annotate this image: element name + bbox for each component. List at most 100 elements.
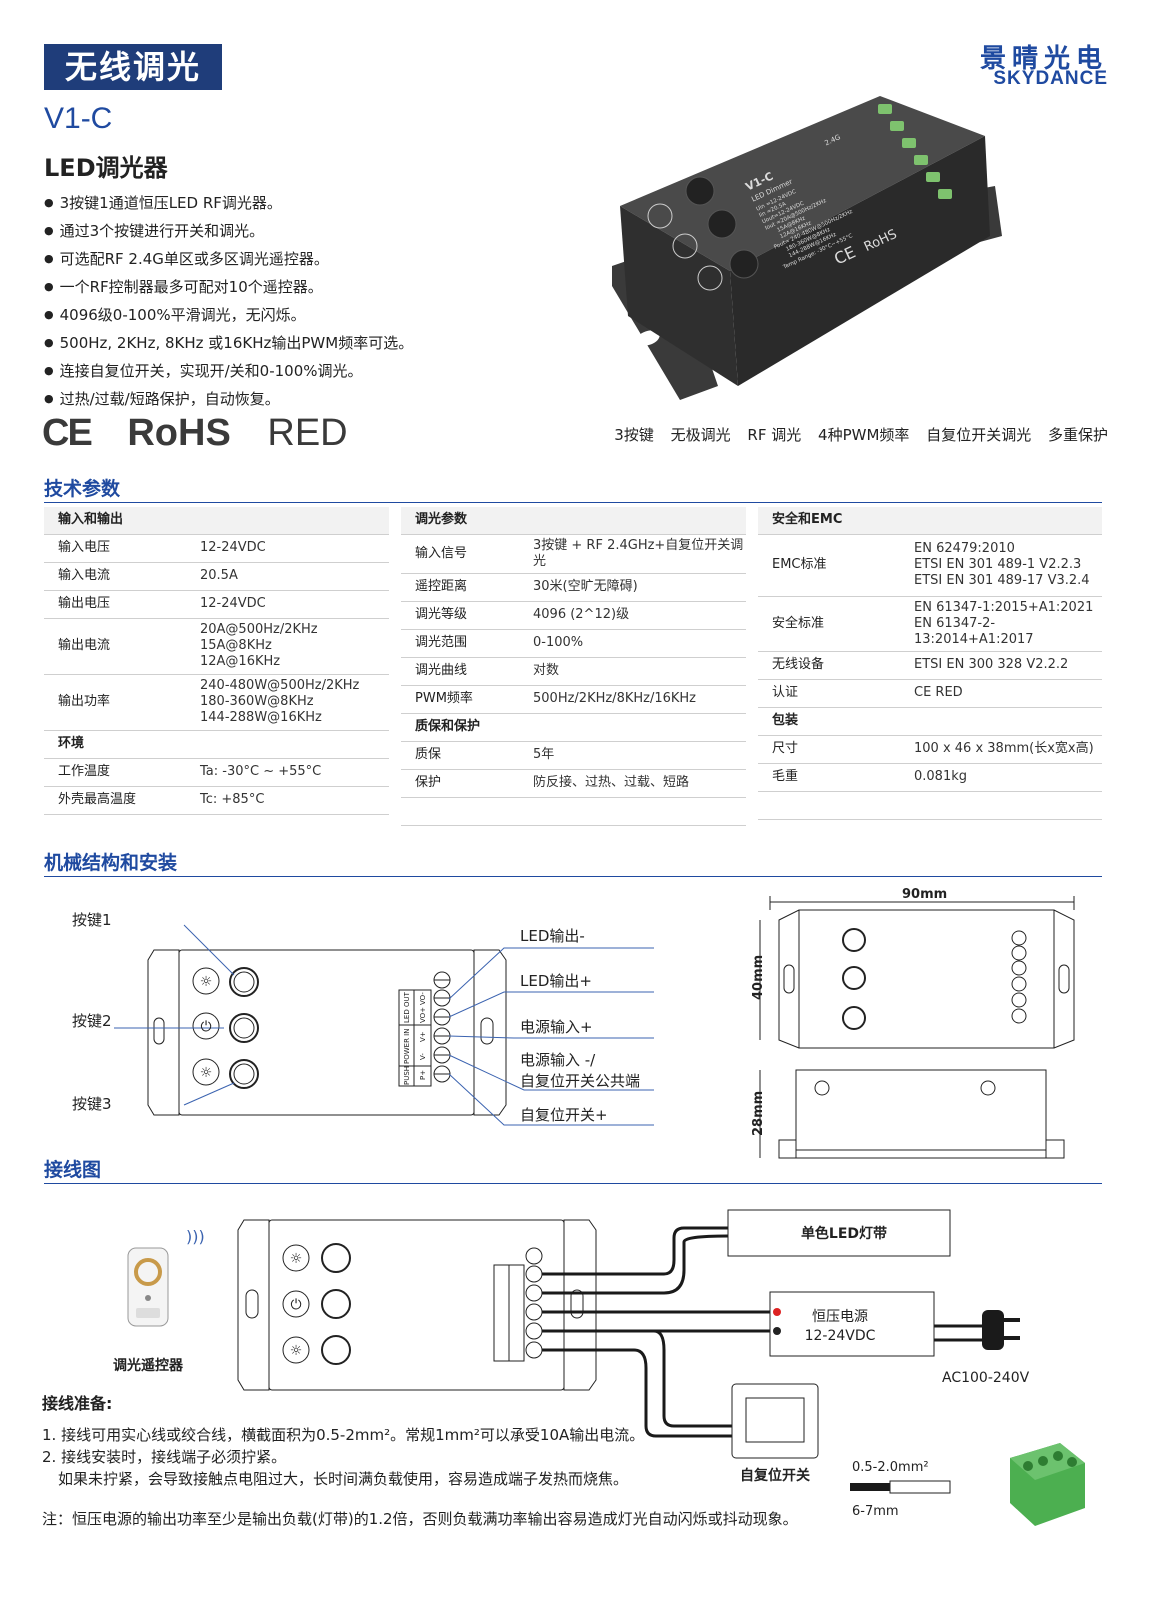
- label-push-plus: 自复位开关+: [520, 1106, 608, 1124]
- spec-key: 输入电压: [44, 534, 186, 563]
- note-line: 1. 接线可用实心线或绞合线，横截面积为0.5-2mm²。常规1mm²可以承受1…: [42, 1426, 645, 1444]
- remote-control: ))): [127, 1227, 205, 1327]
- term-label: VO+: [419, 1007, 427, 1023]
- feature-item: 连接自复位开关，实现开/关和0-100%调光。: [44, 358, 413, 386]
- ce-logo: CE: [42, 412, 93, 454]
- spec-key: 调光范围: [401, 629, 519, 658]
- tag: 4种PWM频率: [818, 426, 910, 444]
- spec-value: 144-288W@16KHz: [200, 710, 322, 725]
- red-logo: RED: [267, 412, 348, 454]
- spec-value: 3按键 + RF 2.4GHz+自复位开关调光: [519, 534, 746, 574]
- spec-value: Ta: -30°C ~ +55°C: [186, 758, 389, 787]
- spec-value: 12-24VDC: [186, 534, 389, 563]
- spec-value: 500Hz/2KHz/8KHz/16KHz: [519, 685, 746, 714]
- power-icon: ⏻: [290, 1297, 301, 1313]
- ac-label: AC100-240V: [942, 1370, 1030, 1386]
- spec-value: Tc: +85°C: [186, 786, 389, 815]
- term-label: POWER IN: [403, 1029, 411, 1064]
- spec-key: 外壳最高温度: [44, 786, 186, 815]
- spec-key: 输入信号: [401, 534, 519, 574]
- feature-tags: 3按键 无极调光 RF 调光 4种PWM频率 自复位开关调光 多重保护: [602, 424, 1108, 445]
- tag: 3按键: [614, 426, 654, 444]
- model-number: V1-C: [44, 102, 113, 135]
- psu-name: 恒压电源: [812, 1309, 868, 1325]
- term-label: P+: [419, 1070, 427, 1080]
- feature-item: 3按键1通道恒压LED RF调光器。: [44, 190, 413, 218]
- power-icon: ⏻: [200, 1019, 211, 1035]
- dim-width: 90mm: [902, 887, 947, 902]
- feature-item: 通过3个按键进行开关和调光。: [44, 218, 413, 246]
- ac-plug-icon: [982, 1310, 1020, 1350]
- term-label: V-: [419, 1053, 427, 1060]
- dim-depth: 28mm: [751, 1091, 766, 1136]
- spec-value: 20.5A: [186, 562, 389, 591]
- spec-value: 30米(空旷无障碍): [519, 573, 746, 602]
- product-subtitle: LED调光器: [44, 154, 168, 182]
- cert-logos: CE RoHS RED: [42, 412, 374, 455]
- label-push-common: 自复位开关公共端: [520, 1072, 640, 1090]
- spec-key: 保护: [401, 769, 519, 798]
- spec-key: 输出功率: [44, 674, 186, 731]
- wire-strip-illustration: 0.5-2.0mm² 6-7mm: [850, 1460, 951, 1519]
- feature-item: 4096级0-100%平滑调光，无闪烁。: [44, 302, 413, 330]
- push-switch-label: 自复位开关: [740, 1467, 810, 1484]
- spec-value: 12-24VDC: [186, 590, 389, 619]
- label-key1: 按键1: [72, 911, 112, 929]
- brightness-icon: ☼: [290, 1251, 303, 1267]
- spec-empty-row: [758, 791, 1102, 820]
- label-key3: 按键3: [72, 1095, 112, 1113]
- section-divider: [44, 876, 1102, 877]
- spec-key: 无线设备: [758, 651, 900, 680]
- feature-list: 3按键1通道恒压LED RF调光器。 通过3个按键进行开关和调光。 可选配RF …: [44, 190, 414, 414]
- wire-size-label: 0.5-2.0mm²: [852, 1460, 929, 1475]
- footnote: 注：恒压电源的输出功率至少是输出负载(灯带)的1.2倍，否则负载满功率输出容易造…: [42, 1510, 798, 1528]
- brand-name-cn: 景晴光电: [979, 44, 1108, 74]
- section-divider: [44, 502, 1102, 503]
- brightness-icon: ☼: [200, 974, 213, 990]
- spec-value: 4096 (2^12)级: [519, 601, 746, 630]
- feature-item: 500Hz, 2KHz, 8KHz 或16KHz输出PWM频率可选。: [44, 330, 414, 358]
- feature-item: 一个RF控制器最多可配对10个遥控器。: [44, 274, 413, 302]
- label-led-plus: LED输出+: [520, 972, 592, 990]
- dim-height: 40mm: [751, 955, 766, 1000]
- spec-value: 15A@8KHz: [200, 638, 272, 653]
- tag: 自复位开关调光: [926, 426, 1032, 444]
- label-power-minus: 电源输入 -/: [520, 1051, 596, 1069]
- spec-head: 安全和EMC: [758, 507, 1102, 535]
- label-key2: 按键2: [72, 1012, 112, 1030]
- section-divider: [44, 1183, 1102, 1184]
- led-strip-box: [727, 1209, 951, 1257]
- wifi-icon: ))): [186, 1227, 205, 1246]
- spec-value: 对数: [519, 657, 746, 686]
- spec-key: 调光曲线: [401, 657, 519, 686]
- brightness-icon: ☼: [200, 1065, 213, 1081]
- spec-head: 质保和保护: [401, 713, 746, 742]
- feature-item: 可选配RF 2.4G单区或多区调光遥控器。: [44, 246, 413, 274]
- led-strip-label: 单色LED灯带: [801, 1225, 887, 1242]
- spec-value: 100 x 46 x 38mm(长x宽x高): [900, 735, 1102, 764]
- spec-value: EN 62479:2010: [914, 541, 1015, 556]
- tag: 多重保护: [1047, 426, 1108, 444]
- spec-value: EN 61347-1:2015+A1:2021: [914, 599, 1094, 615]
- psu-box: [769, 1291, 935, 1357]
- spec-head: 环境: [44, 730, 389, 759]
- spec-value: 防反接、过热、过载、短路: [519, 769, 746, 798]
- tag: 无极调光: [670, 426, 731, 444]
- spec-key: 毛重: [758, 763, 900, 792]
- spec-key: PWM频率: [401, 685, 519, 714]
- spec-value: 0-100%: [519, 629, 746, 658]
- spec-head: 包装: [758, 707, 1102, 736]
- term-label: PUSH: [403, 1066, 411, 1085]
- spec-value: 240-480W@500Hz/2KHz: [200, 678, 360, 693]
- spec-key: 输出电压: [44, 590, 186, 619]
- spec-value: 5年: [519, 741, 746, 770]
- page-title: 无线调光: [44, 44, 222, 90]
- spec-head: 调光参数: [401, 507, 746, 535]
- label-power-plus: 电源输入+: [520, 1018, 593, 1036]
- spec-value: 180-360W@8KHz: [200, 694, 314, 709]
- spec-value: 20A@500Hz/2KHz: [200, 622, 318, 637]
- rohs-logo: RoHS: [127, 412, 231, 454]
